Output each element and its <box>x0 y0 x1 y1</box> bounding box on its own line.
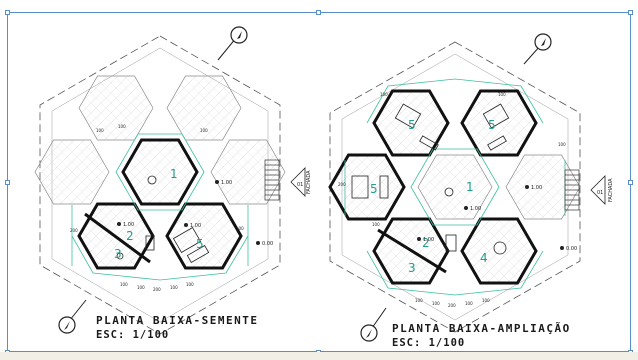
dimension-value: 100 <box>498 92 506 97</box>
facade-label: FACHADA <box>306 170 312 194</box>
plan-semente: 1 2 3 5 1.00 1.00 1.00 0.00 100 100 200 <box>34 26 312 335</box>
image-selection-frame[interactable] <box>7 12 631 352</box>
dimension-value: 100 <box>170 285 178 290</box>
room-number: 2 <box>422 236 430 250</box>
level-value: 1.00 <box>123 222 134 228</box>
dimension-values: 100 100 200 100 100 100 100 200 100 100 <box>70 124 244 292</box>
dimension-value: 100 <box>482 298 490 303</box>
level-value: 1.00 <box>423 237 434 243</box>
room-labels: 1 2 3 4 5 5 5 <box>370 118 496 275</box>
level-value: 1.00 <box>470 206 481 212</box>
inner-envelope <box>51 47 269 323</box>
room-number: 5 <box>488 118 496 132</box>
outer-envelope <box>39 35 281 335</box>
room-number: 1 <box>170 167 178 181</box>
room-labels: 1 2 3 5 <box>114 167 204 261</box>
room-number: 3 <box>408 261 416 275</box>
level-value: 0.00 <box>566 246 577 252</box>
north-arrow-bottom <box>360 307 387 342</box>
room-number: 3 <box>114 247 122 261</box>
facade-marker: 01 FACHADA <box>290 167 312 197</box>
dimension-value: 200 <box>70 228 78 233</box>
room-number: 5 <box>408 118 416 132</box>
entrance-stairs <box>564 169 580 211</box>
resize-handle-left[interactable] <box>5 180 10 185</box>
plan-scale: ESC: 1/100 <box>392 337 466 349</box>
dimension-values: 100 100 200 100 100 100 100 200 100 100 <box>338 92 566 308</box>
north-arrow-top <box>523 33 552 65</box>
furniture <box>351 103 510 255</box>
level-value: 1.00 <box>531 185 542 191</box>
resize-handle-top-right[interactable] <box>628 10 633 15</box>
dimension-value: 100 <box>372 222 380 227</box>
level-markers: 1.00 1.00 1.00 0.00 <box>417 185 577 252</box>
room-number: 1 <box>466 180 474 194</box>
dimension-value: 200 <box>153 287 161 292</box>
facade-number: 01 <box>597 190 603 196</box>
facade-number: 01 <box>297 182 303 188</box>
resize-handle-top[interactable] <box>316 10 321 15</box>
entrance-stairs <box>264 159 280 201</box>
plan-title: PLANTA BAIXA-AMPLIAÇÃO <box>392 322 571 335</box>
status-strip <box>0 352 638 360</box>
dimension-value: 100 <box>380 92 388 97</box>
dimension-value: 100 <box>120 282 128 287</box>
furniture <box>116 175 210 264</box>
dimension-lines <box>71 133 249 281</box>
plan-title: PLANTA BAIXA-SEMENTE <box>96 314 259 327</box>
level-markers: 1.00 1.00 1.00 0.00 <box>117 180 273 247</box>
inner-envelope <box>341 53 569 321</box>
resize-handle-top-left[interactable] <box>5 10 10 15</box>
dimension-value: 200 <box>448 303 456 308</box>
room-number: 4 <box>480 251 488 265</box>
dimension-value: 100 <box>200 128 208 133</box>
dimension-value: 100 <box>118 124 126 129</box>
dimension-value: 100 <box>186 282 194 287</box>
outer-envelope <box>329 41 581 333</box>
dimension-value: 200 <box>338 182 346 187</box>
north-arrow-top <box>217 26 248 61</box>
resize-handle-right[interactable] <box>628 180 633 185</box>
north-arrow-bottom <box>58 299 87 334</box>
dimension-value: 100 <box>432 301 440 306</box>
plan-ampliacao: 1 2 3 4 5 5 5 1.00 1.00 1.00 0.00 100 <box>328 33 614 342</box>
dimension-value: 100 <box>558 142 566 147</box>
dimension-value: 100 <box>415 298 423 303</box>
plan-scale: ESC: 1/100 <box>96 329 170 341</box>
dimension-value: 100 <box>465 301 473 306</box>
dimension-value: 100 <box>96 128 104 133</box>
room-number: 5 <box>196 237 204 251</box>
level-value: 1.00 <box>221 180 232 186</box>
level-value: 1.00 <box>190 223 201 229</box>
room-number: 2 <box>126 229 134 243</box>
room-number: 5 <box>370 182 378 196</box>
level-value: 0.00 <box>262 241 273 247</box>
facade-label: FACHADA <box>608 178 614 202</box>
dimension-lines <box>344 78 566 296</box>
dimension-value: 100 <box>236 226 244 231</box>
facade-marker: 01 FACHADA <box>590 175 614 205</box>
dimension-value: 100 <box>137 285 145 290</box>
